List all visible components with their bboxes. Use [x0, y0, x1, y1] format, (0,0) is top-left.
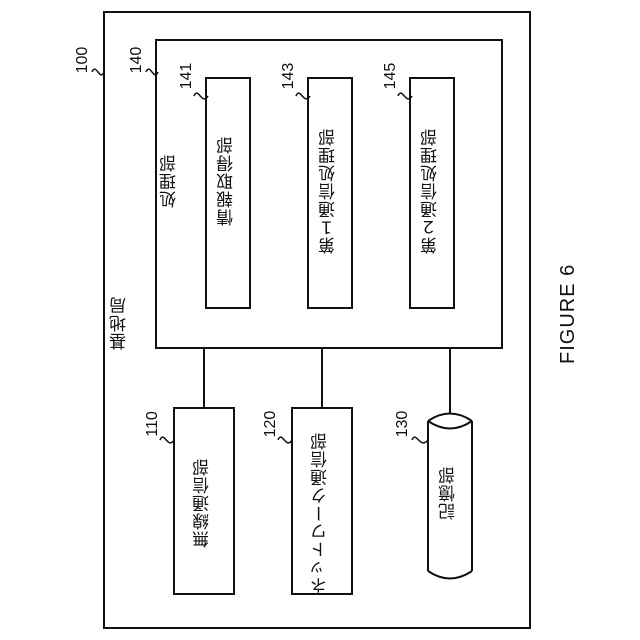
info-acquisition-label: 情報取得部: [219, 136, 236, 226]
ref-100: 100: [75, 45, 91, 75]
wireless-comm-label: 無線通信部: [195, 458, 212, 548]
leader-120: [278, 437, 292, 443]
second-comm-processing-label: 第２通信処理部: [423, 128, 440, 254]
ref-130: 130: [395, 409, 411, 439]
figure-label: FIGURE 6: [558, 268, 578, 364]
network-comm-label: ネットワーク通信部: [313, 432, 330, 594]
leader-130: [412, 437, 428, 443]
ref-145: 145: [383, 61, 399, 91]
base-station-label: 基地局: [112, 296, 129, 350]
storage-label: 記憶部: [441, 466, 458, 520]
ref-143: 143: [281, 61, 297, 91]
processing-unit-label: 処理部: [162, 154, 179, 208]
ref-140: 140: [129, 45, 145, 75]
first-comm-processing-label: 第１通信処理部: [321, 128, 338, 254]
ref-110: 110: [145, 409, 161, 439]
leader-110: [160, 437, 174, 443]
leader-100: [92, 69, 104, 75]
ref-120: 120: [263, 409, 279, 439]
ref-141: 141: [179, 61, 195, 91]
